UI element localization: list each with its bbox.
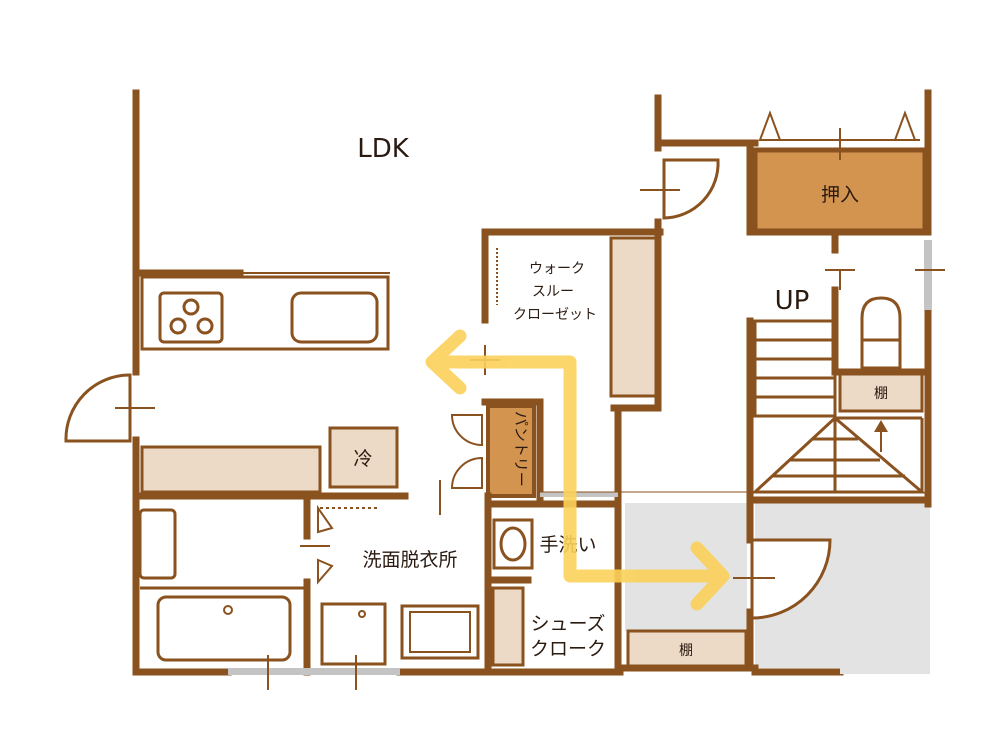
toilet-icon <box>860 296 902 370</box>
walk-through-label-1: ウォーク <box>529 261 585 277</box>
oshiire-label: 押入 <box>821 184 859 206</box>
bottom-shelf-label: 棚 <box>679 643 693 659</box>
fridge-label: 冷 <box>353 448 372 470</box>
sink-icon <box>290 291 379 344</box>
shoe-cloak-label-2: クローク <box>530 638 606 660</box>
route-arrows <box>425 329 730 611</box>
fridge: 冷 <box>328 426 399 489</box>
back-counter <box>140 445 322 494</box>
stairs <box>751 319 927 494</box>
oshiire-closet: 押入 <box>752 110 928 235</box>
right-shelf-label: 棚 <box>874 386 888 402</box>
right-shelf: 棚 <box>838 371 924 413</box>
hand-wash: 手洗い <box>492 518 597 570</box>
kitchen-counter <box>140 272 390 351</box>
bathtub-icon <box>156 595 292 662</box>
washing-machine-icon <box>320 602 387 666</box>
pantry: パントリー <box>450 404 536 498</box>
washroom: 洗面脱衣所 <box>317 504 480 666</box>
stove-icon <box>158 291 224 344</box>
walk-through-label-3: クローゼット <box>513 307 597 323</box>
washroom-label: 洗面脱衣所 <box>362 549 457 571</box>
shoe-cloak-label-1: シューズ <box>530 613 605 635</box>
walk-through-label-2: スルー <box>532 284 574 300</box>
ldk-label: LDK <box>357 134 410 164</box>
bottom-shelf: 棚 <box>626 629 748 669</box>
windows <box>228 240 932 675</box>
walls <box>132 89 932 676</box>
vanity-icon <box>400 604 480 660</box>
up-arrow-icon <box>874 420 888 452</box>
walk-through-closet: ウォーク スルー クローゼット <box>496 236 658 398</box>
shoe-cloak: シューズ クローク <box>491 586 606 667</box>
pantry-label: パントリー <box>512 411 530 487</box>
up-label: UP <box>775 286 810 316</box>
doors <box>64 158 832 620</box>
entrance-floor <box>625 503 930 668</box>
bathroom <box>138 508 305 662</box>
